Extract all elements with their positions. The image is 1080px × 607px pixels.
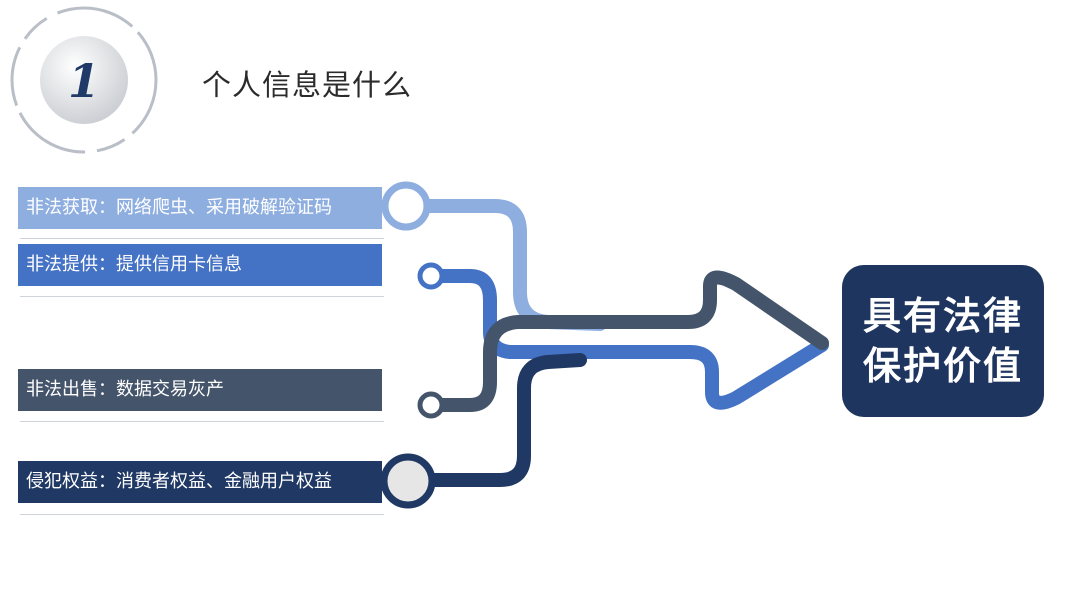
item-label-3: 非法出售：数据交易灰产: [18, 369, 382, 411]
item-divider-4: [20, 514, 384, 515]
node-3: [417, 391, 445, 419]
node-4: [380, 453, 436, 509]
result-line-1: 具有法律: [862, 294, 1023, 338]
item-label-2: 非法提供：提供信用卡信息: [18, 244, 382, 286]
connector-line-2: [435, 269, 829, 410]
connector-line-3: [435, 270, 829, 412]
section-number: 1: [67, 54, 100, 108]
node-1: [381, 181, 431, 231]
result-line-2: 保护价值: [862, 344, 1023, 388]
item-divider-1: [20, 238, 384, 239]
item-divider-3: [20, 421, 384, 422]
item-label-1: 非法获取：网络爬虫、采用破解验证码: [18, 187, 382, 229]
section-title: 个人信息是什么: [202, 68, 413, 102]
connector-line-1: [421, 199, 607, 331]
number-badge-ring: [10, 6, 158, 154]
connector-line-4: [423, 353, 587, 487]
item-divider-2: [20, 296, 384, 297]
item-label-4: 侵犯权益：消费者权益、金融用户权益: [18, 461, 382, 503]
result-box: 具有法律 保护价值: [842, 265, 1044, 417]
node-2: [417, 262, 445, 290]
